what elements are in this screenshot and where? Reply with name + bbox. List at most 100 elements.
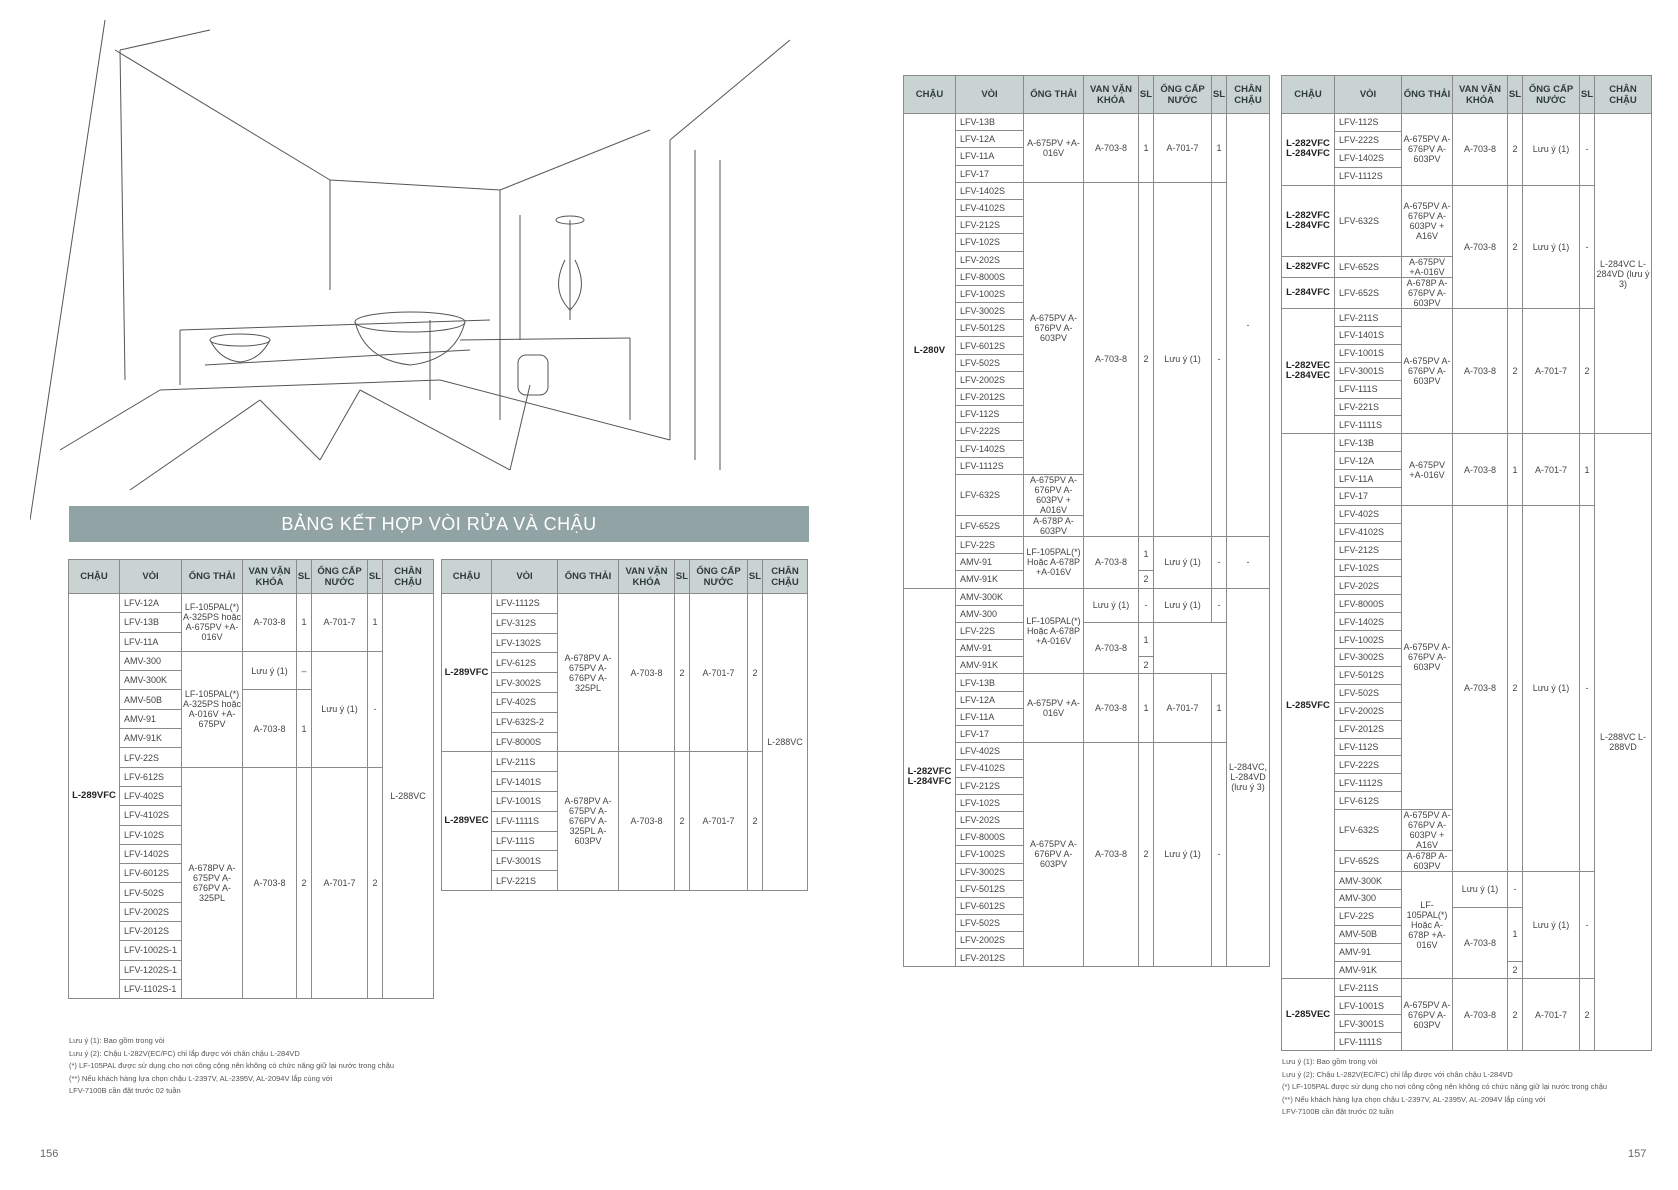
quantity: -: [1211, 587, 1227, 623]
faucet-model: LFV-8000S: [491, 731, 558, 753]
valve-part: A-703-8: [242, 593, 297, 652]
pedestal-model: L-284VC, L-284VD (lưu ý 3): [1226, 587, 1270, 967]
drain-part: A-675PV A-676PV A-603PV: [1023, 742, 1084, 967]
faucet-model: LFV-2012S: [1334, 719, 1402, 739]
table-row: AMV-300: [904, 604, 1270, 623]
faucet-model: LFV-1112S: [955, 456, 1024, 475]
faucet-model: LFV-17: [1334, 487, 1402, 506]
faucet-model: LFV-13B: [1334, 433, 1402, 453]
faucet-model: LFV-13B: [955, 112, 1024, 132]
faucet-model: LFV-3002S: [955, 862, 1024, 881]
faucet-model: AMV-50B: [1334, 924, 1402, 944]
basin-model: L-289VFC: [68, 592, 120, 1000]
faucet-model: LFV-6012S: [955, 896, 1024, 916]
faucet-model: LFV-17: [955, 724, 1024, 744]
faucet-model: AMV-300: [119, 650, 182, 672]
faucet-model: LFV-211S: [491, 751, 558, 773]
faucet-model: LFV-312S: [491, 612, 558, 634]
quantity: -: [1579, 504, 1595, 873]
valve-part: A-703-8: [618, 592, 675, 753]
supply-part: Lưu ý (1): [1522, 871, 1580, 980]
quantity: 2: [1507, 978, 1523, 1051]
faucet-model: LFV-2002S: [955, 370, 1024, 390]
quantity: -: [1507, 871, 1523, 908]
faucet-model: LFV-1001S: [1334, 343, 1402, 363]
quantity: -: [1579, 113, 1595, 186]
quantity: 2: [1138, 570, 1154, 589]
supply-part: A-701-7: [311, 766, 368, 1000]
quantity: 1: [1138, 673, 1154, 744]
faucet-model: LFV-202S: [1334, 576, 1402, 596]
header-qty: SL: [674, 559, 690, 594]
supply-part: Lưu ý (1): [1522, 504, 1580, 873]
valve-part: Lưu ý (1): [242, 650, 297, 691]
table-row: LFV-502S: [904, 914, 1270, 933]
drain-part: A-678P A-603PV: [1023, 514, 1084, 537]
faucet-model: LFV-222S: [955, 422, 1024, 441]
faucet-model: LFV-22S: [955, 621, 1024, 641]
valve-part: A-703-8: [242, 689, 297, 768]
faucet-model: LFV-502S: [955, 914, 1024, 933]
drain-part: A-678PV A-675PV A-676PV A-325PL A-603PV: [557, 751, 619, 891]
table-row: LFV-1002S: [904, 845, 1270, 864]
table-row: LFV-4102S: [1282, 522, 1652, 542]
table-row: LFV-1112S: [904, 456, 1270, 475]
header-faucet: VÒI: [955, 75, 1024, 114]
quantity: 2: [367, 766, 383, 1000]
table-row: AMV-91: [904, 553, 1270, 572]
drain-part: LF-105PAL(*) Hoặc A-678P +A-016V: [1023, 535, 1084, 589]
drain-part: A-675PV A-676PV A-603PV: [1401, 978, 1453, 1051]
faucet-model: LFV-402S: [119, 785, 182, 807]
header-basin: CHẬU: [1281, 75, 1335, 114]
footnote: (**) Nếu khách hàng lựa chọn chậu L-2397…: [1282, 1094, 1546, 1104]
faucet-model: AMV-91: [955, 639, 1024, 658]
quantity: 1: [1507, 906, 1523, 962]
drain-part: A-675PV +A-016V: [1023, 113, 1084, 183]
faucet-model: LFV-112S: [955, 405, 1024, 424]
supply-part: Lưu ý (1): [1153, 587, 1212, 623]
footnote: Lưu ý (2): Chậu L-282V(EC/FC) chỉ lắp đư…: [1282, 1069, 1513, 1079]
footnote: (**) Nếu khách hàng lựa chọn chậu L-2397…: [69, 1073, 333, 1083]
pedestal-model: L-284VC L-284VD (lưu ý 3): [1594, 112, 1652, 435]
supply-part: A-701-7: [311, 593, 368, 652]
table-row: LFV-4102S: [904, 759, 1270, 778]
faucet-model: LFV-652S: [955, 514, 1024, 537]
table-row: LFV-3002S: [904, 862, 1270, 881]
header-qty: SL: [1507, 75, 1523, 114]
basin-model: L-282VFC L-284VFC: [903, 587, 956, 967]
pedestal-model: -: [1226, 113, 1270, 537]
drain-part: LF-105PAL(*) Hoặc A-678P +A-016V: [1401, 871, 1453, 980]
footnote: Lưu ý (1): Bao gồm trong vòi: [69, 1036, 165, 1045]
valve-part: Lưu ý (1): [1452, 871, 1508, 908]
table-row: LFV-2012S: [904, 948, 1270, 967]
supply-part: A-701-7: [689, 751, 748, 891]
quantity: 2: [1138, 742, 1154, 967]
faucet-model: LFV-202S: [955, 810, 1024, 830]
basin-model: L-282VFC: [1281, 256, 1335, 279]
faucet-model: LFV-632S: [955, 473, 1024, 516]
faucet-model: LFV-2012S: [955, 387, 1024, 407]
faucet-model: LFV-1402S: [955, 439, 1024, 458]
faucet-model: LFV-612S: [119, 766, 182, 787]
faucet-model: LFV-22S: [1334, 906, 1402, 926]
footnote: (*) LF-105PAL được sử dụng cho nơi công …: [69, 1061, 395, 1070]
quantity: 2: [296, 766, 312, 1000]
valve-part: A-703-8: [1452, 504, 1508, 873]
table-row: LFV-1111S: [1282, 1032, 1652, 1051]
faucet-model: AMV-91: [1334, 942, 1402, 962]
faucet-model: LFV-1002S-1: [119, 940, 182, 961]
faucet-model: LFV-11A: [955, 147, 1024, 166]
header-qty: SL: [367, 559, 383, 594]
faucet-model: LFV-17: [955, 164, 1024, 183]
header-basin: CHẬU: [68, 559, 120, 594]
supply-part: Lưu ý (1): [1522, 113, 1580, 186]
faucet-model: LFV-1302S: [491, 632, 558, 654]
faucet-model: LFV-22S: [119, 747, 182, 768]
